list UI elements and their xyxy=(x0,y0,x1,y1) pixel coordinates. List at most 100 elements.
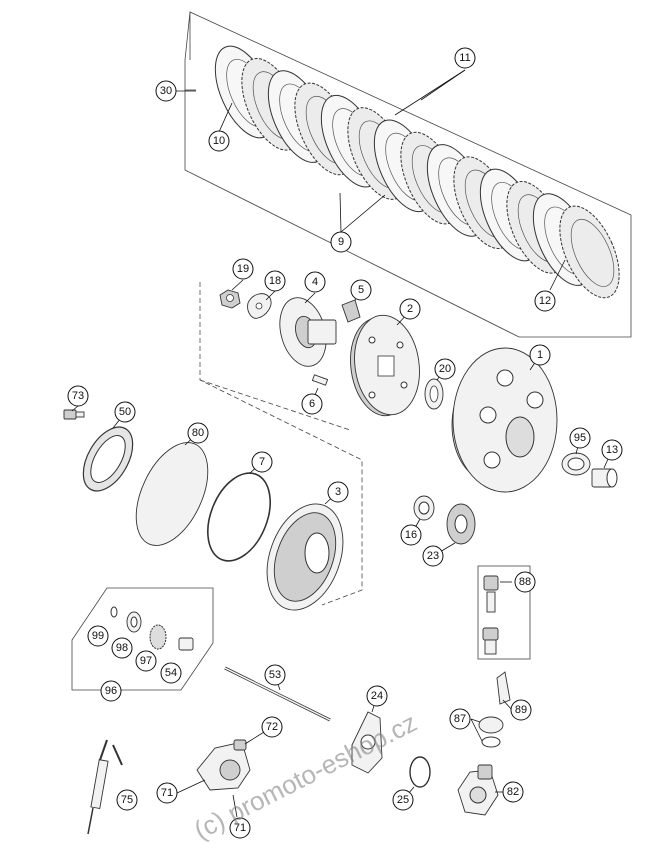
callout-circle xyxy=(330,231,352,253)
callout-75: 75 xyxy=(116,789,138,811)
callout-number: 7 xyxy=(259,456,265,468)
callout-4: 4 xyxy=(304,271,326,293)
callout-number: 80 xyxy=(192,427,204,439)
callout-circle xyxy=(301,393,323,415)
callout-number: 20 xyxy=(439,363,451,375)
callout-99: 99 xyxy=(87,625,109,647)
callout-number: 53 xyxy=(269,669,281,681)
callout-circle xyxy=(502,781,524,803)
callout-circle xyxy=(510,699,532,721)
callout-circle xyxy=(327,481,349,503)
callout-circle xyxy=(261,716,283,738)
callout-16: 16 xyxy=(400,524,422,546)
part-clutch-cover-3 xyxy=(266,503,344,611)
callout-circle xyxy=(229,817,251,839)
callout-number: 2 xyxy=(407,303,413,315)
part-pressure-plate-4 xyxy=(279,297,337,367)
callout-72: 72 xyxy=(261,716,283,738)
callout-number: 5 xyxy=(358,284,364,296)
callout-number: 6 xyxy=(309,398,315,410)
callout-number: 50 xyxy=(119,406,131,418)
part-thrust-bearing-50 xyxy=(82,426,134,492)
callout-1: 1 xyxy=(529,344,551,366)
part-thrust-washer-20 xyxy=(424,378,444,410)
callout-number: 13 xyxy=(606,444,618,456)
callout-87: 87 xyxy=(449,708,471,730)
callout-number: 16 xyxy=(405,529,417,541)
callout-73: 73 xyxy=(67,385,89,407)
part-clutch-basket-1 xyxy=(451,347,558,493)
callout-number: 75 xyxy=(121,794,133,806)
callout-circle xyxy=(400,524,422,546)
callout-71: 71 xyxy=(229,817,251,839)
part-inner-hub-2 xyxy=(350,314,420,417)
part-gear-23 xyxy=(446,503,476,545)
callout-circle xyxy=(350,279,372,301)
callout-18: 18 xyxy=(264,270,286,292)
callout-number: 88 xyxy=(519,576,531,588)
callout-23: 23 xyxy=(422,545,444,567)
callout-number: 9 xyxy=(338,236,344,248)
callout-2: 2 xyxy=(399,298,421,320)
callout-98: 98 xyxy=(111,637,133,659)
callout-number: 71 xyxy=(161,787,173,799)
callout-53: 53 xyxy=(264,664,286,686)
kit-frame-96 xyxy=(71,587,214,691)
callout-circle xyxy=(114,401,136,423)
callout-circle xyxy=(366,685,388,707)
callout-circle xyxy=(135,650,157,672)
callout-circle xyxy=(160,662,182,684)
callout-number: 11 xyxy=(459,52,470,64)
callout-circle xyxy=(111,637,133,659)
part-kit-96-contents xyxy=(110,606,194,651)
part-needle-bearing-95 xyxy=(561,452,591,476)
callout-82: 82 xyxy=(502,781,524,803)
callout-number: 87 xyxy=(454,713,466,725)
callout-50: 50 xyxy=(114,401,136,423)
part-oring-25 xyxy=(409,756,431,788)
callout-97: 97 xyxy=(135,650,157,672)
callout-number: 12 xyxy=(539,295,551,307)
callout-19: 19 xyxy=(232,258,254,280)
clutch-plates xyxy=(214,45,620,299)
callout-number: 4 xyxy=(312,276,318,288)
callout-number: 30 xyxy=(160,85,172,97)
callout-circle xyxy=(304,271,326,293)
callout-number: 95 xyxy=(574,432,586,444)
part-fitting-kit-88 xyxy=(482,575,499,655)
part-slave-assembly-82 xyxy=(457,764,499,816)
callout-number: 73 xyxy=(72,390,84,402)
part-lockwasher-18 xyxy=(247,293,272,319)
callout-54: 54 xyxy=(160,662,182,684)
callout-88: 88 xyxy=(514,571,536,593)
callout-circle xyxy=(454,47,476,69)
callout-number: 96 xyxy=(105,685,117,697)
clutch-plate-inner xyxy=(570,218,615,287)
callout-6: 6 xyxy=(301,393,323,415)
clutch-plate-pack-frame xyxy=(184,11,632,338)
callout-number: 19 xyxy=(237,263,249,275)
part-bolt-73 xyxy=(63,409,85,420)
assembly-dashed-frame xyxy=(199,282,363,606)
callout-95: 95 xyxy=(569,427,591,449)
callout-number: 3 xyxy=(335,486,341,498)
callout-5: 5 xyxy=(350,279,372,301)
callout-number: 10 xyxy=(213,135,225,147)
callout-circle xyxy=(264,664,286,686)
part-ring-7 xyxy=(207,472,271,562)
part-block-5 xyxy=(341,299,361,323)
clutch-plate xyxy=(559,205,620,299)
callout-circle xyxy=(514,571,536,593)
callout-number: 24 xyxy=(371,690,383,702)
callout-24: 24 xyxy=(366,685,388,707)
part-bleeder-75 xyxy=(87,739,123,835)
callout-circle xyxy=(208,130,230,152)
callout-12: 12 xyxy=(534,290,556,312)
callout-10: 10 xyxy=(208,130,230,152)
callout-89: 89 xyxy=(510,699,532,721)
callout-7: 7 xyxy=(251,451,273,473)
callout-number: 25 xyxy=(397,794,409,806)
part-pushrod-53 xyxy=(224,666,331,722)
